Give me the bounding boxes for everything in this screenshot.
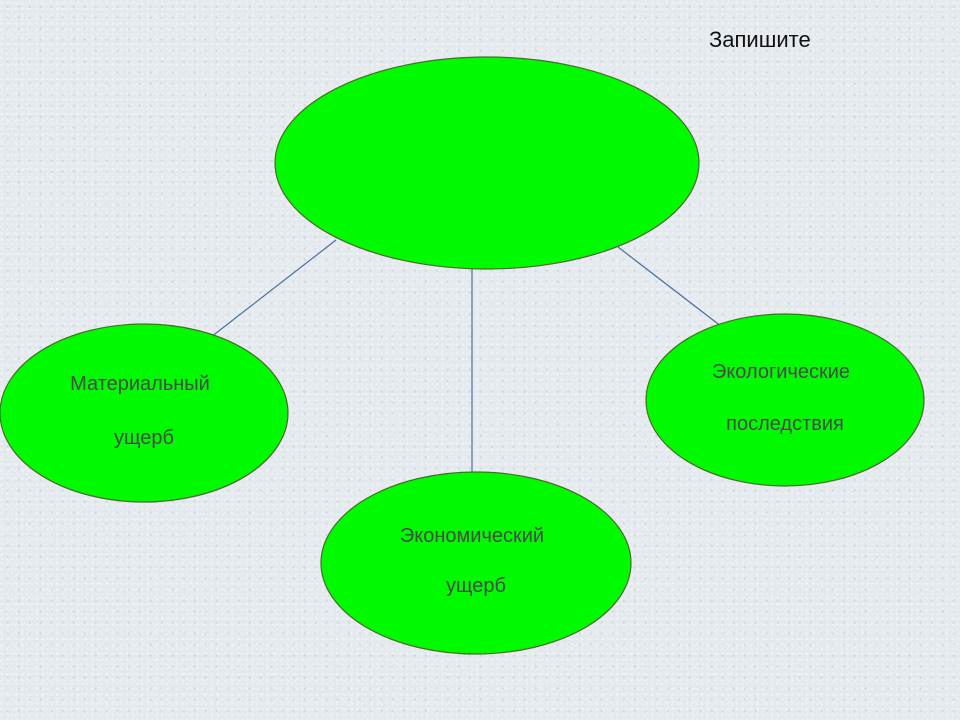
node-economic-damage-line1: Экономический [400, 525, 544, 547]
node-material-damage-line1: Материальный [70, 373, 210, 395]
node-ecological-consequences: Экологические последствия [645, 313, 925, 487]
node-material-damage-line2: ущерб [114, 427, 174, 449]
central-node [274, 56, 700, 270]
arrow-to-material-damage [202, 239, 337, 344]
node-ecological-consequences-line1: Экологические [712, 361, 850, 383]
node-economic-damage: Экономический ущерб [320, 471, 632, 655]
node-material-damage: Материальный ущерб [0, 323, 289, 503]
node-economic-damage-line2: ущерб [446, 575, 506, 597]
node-ecological-consequences-line2: последствия [726, 413, 844, 435]
instruction-text: Запишите [709, 27, 811, 52]
